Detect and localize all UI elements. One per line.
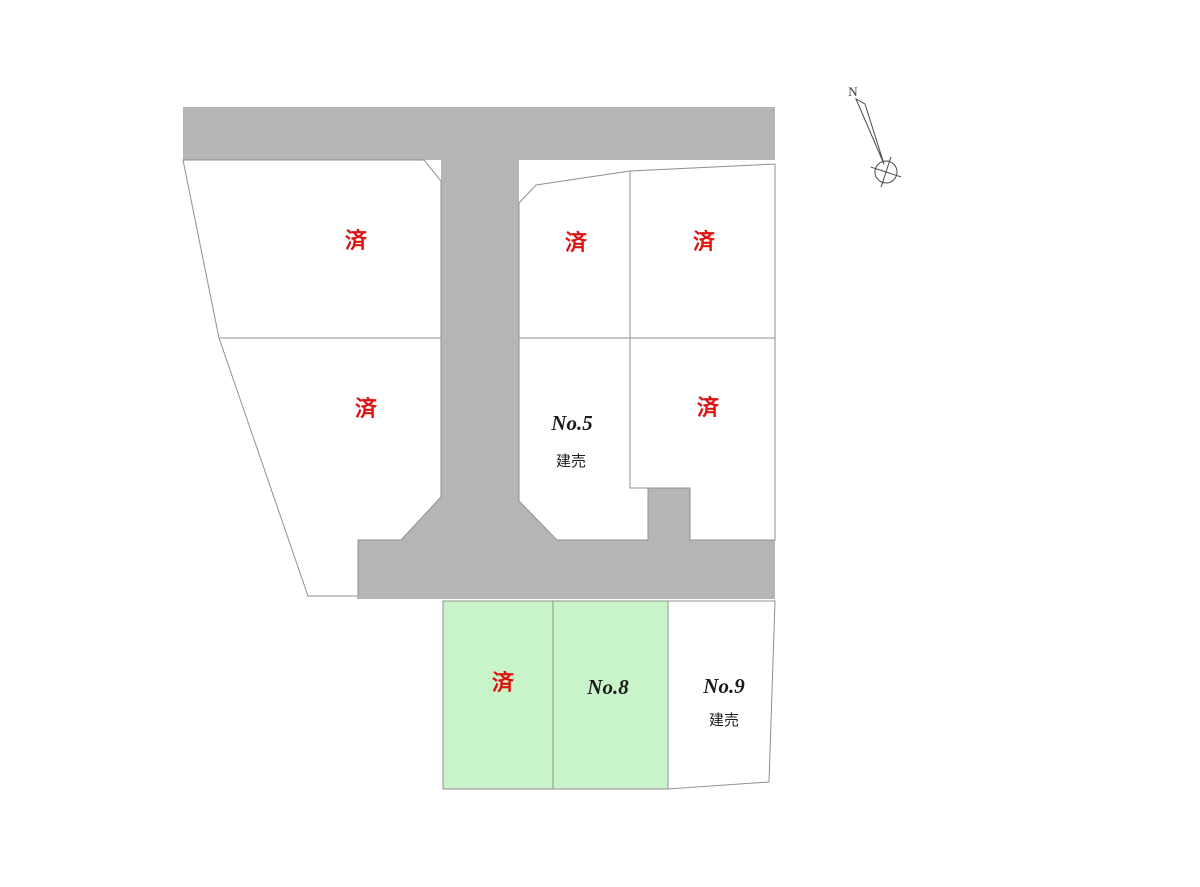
north-arrow: N [848, 84, 902, 188]
lot-west-upper [182, 159, 442, 339]
lot-south-east-no9 [667, 600, 776, 790]
north-letter: N [848, 84, 858, 99]
lot-west-lower [218, 337, 442, 597]
lot-west-lower-status: 済 [355, 396, 378, 422]
lot-east-lower [629, 337, 776, 541]
lot-center-lower-no5 [518, 337, 649, 541]
lot-no5-note: 建売 [556, 452, 586, 470]
lot-west-upper-status: 済 [345, 228, 368, 254]
lot-no8-number: No.8 [586, 675, 629, 699]
lot-center-upper-status: 済 [565, 230, 588, 256]
lot-south-west-status: 済 [492, 670, 515, 696]
lot-east-upper-status: 済 [693, 229, 716, 255]
compass-needle-icon [854, 97, 885, 165]
lot-no5-number: No.5 [550, 411, 592, 435]
road-top-band [183, 107, 775, 160]
lot-east-lower-status: 済 [697, 395, 720, 421]
compass-circle-icon [874, 160, 898, 184]
lot-no9-note: 建売 [709, 711, 739, 729]
road-lower-band [357, 488, 775, 599]
lot-no9-number: No.9 [702, 674, 745, 698]
compass-cross-icon [870, 156, 902, 188]
road-vertical [401, 160, 556, 540]
